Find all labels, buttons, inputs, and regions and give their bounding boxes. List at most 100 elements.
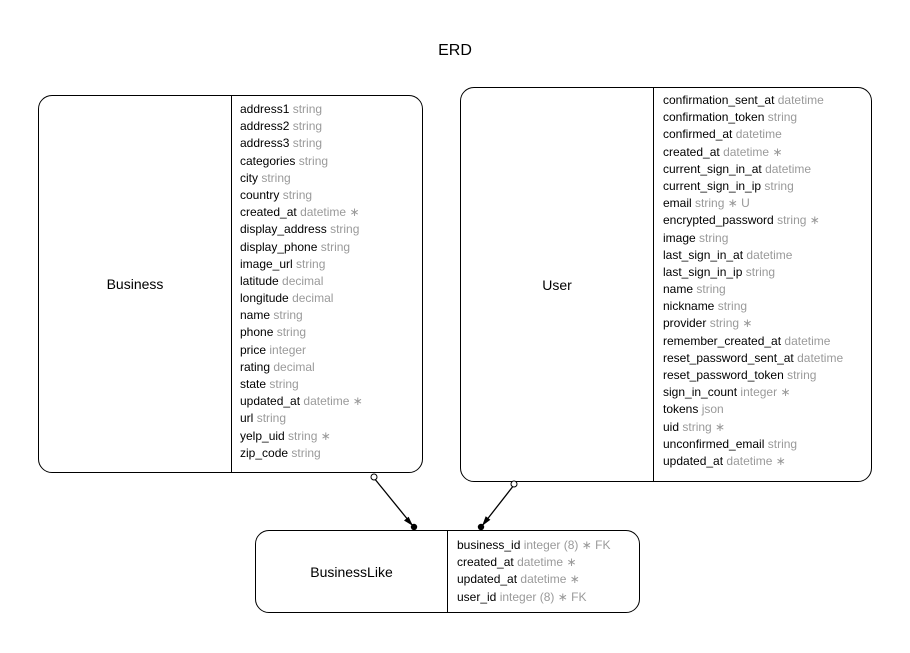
- attribute-constraint: ∗: [809, 213, 820, 228]
- attribute-row: current_sign_in_at datetime: [663, 161, 843, 178]
- attribute-name: remember_created_at: [663, 333, 782, 348]
- attribute-name: address2: [240, 119, 290, 134]
- attribute-name: rating: [240, 359, 271, 374]
- attribute-row: current_sign_in_ip string: [663, 178, 843, 195]
- entity-businesslike[interactable]: BusinessLike business_id integer (8) ∗ F…: [255, 530, 640, 613]
- attribute-type: datetime: [777, 93, 824, 107]
- attribute-row: last_sign_in_ip string: [663, 264, 843, 281]
- attribute-constraint: ∗ FK: [581, 538, 611, 552]
- attribute-type: json: [701, 402, 724, 417]
- attribute-name: created_at: [457, 555, 514, 570]
- attribute-name: sign_in_count: [663, 385, 738, 400]
- attribute-name: url: [240, 411, 254, 426]
- attribute-row: uid string ∗: [663, 419, 843, 436]
- attribute-type: string: [273, 308, 303, 323]
- attribute-type: string: [745, 264, 776, 279]
- attribute-row: url string: [240, 410, 363, 427]
- attribute-name: current_sign_in_at: [663, 161, 762, 176]
- attribute-name: address3: [240, 136, 290, 151]
- attribute-row: longitude decimal: [240, 290, 363, 307]
- attribute-row: reset_password_token string: [663, 367, 843, 384]
- attribute-row: latitude decimal: [240, 273, 363, 290]
- attribute-name: address1: [240, 102, 290, 116]
- attribute-row: image string: [663, 230, 843, 247]
- attribute-name: phone: [240, 325, 274, 340]
- attribute-name: updated_at: [663, 453, 724, 468]
- attribute-type: decimal: [292, 291, 334, 306]
- attribute-name: updated_at: [240, 394, 301, 409]
- attribute-row: created_at datetime ∗: [240, 204, 363, 221]
- attribute-type: string: [282, 187, 313, 202]
- attribute-name: latitude: [240, 273, 279, 288]
- relationship-business-businesslike: [370, 473, 418, 531]
- attribute-name: display_phone: [240, 239, 318, 254]
- attribute-name: longitude: [240, 291, 289, 306]
- attribute-constraint: ∗ FK: [557, 589, 587, 604]
- attribute-row: confirmation_token string: [663, 109, 843, 126]
- attribute-name: zip_code: [240, 445, 289, 460]
- attribute-row: provider string ∗: [663, 315, 843, 332]
- attribute-type: string: [682, 419, 712, 434]
- attribute-name: unconfirmed_email: [663, 436, 765, 451]
- attribute-type: string: [777, 213, 807, 228]
- attribute-row: address3 string: [240, 135, 363, 152]
- attribute-constraint: ∗: [320, 428, 331, 443]
- attribute-type: string: [709, 316, 740, 331]
- attribute-type: datetime: [735, 127, 782, 142]
- attribute-type: string: [787, 368, 817, 382]
- attribute-row: phone string: [240, 324, 363, 341]
- attribute-row: yelp_uid string ∗: [240, 428, 363, 445]
- attribute-name: current_sign_in_ip: [663, 178, 762, 193]
- attribute-type: datetime: [726, 453, 773, 468]
- attribute-row: email string ∗ U: [663, 195, 843, 212]
- attribute-row: updated_at datetime ∗: [457, 571, 611, 588]
- attribute-row: price integer: [240, 342, 363, 359]
- attribute-row: image_url string: [240, 256, 363, 273]
- attribute-type: string: [696, 282, 726, 297]
- attribute-name: name: [240, 308, 271, 323]
- attribute-row: unconfirmed_email string: [663, 436, 843, 453]
- attribute-type: datetime: [303, 394, 350, 409]
- attribute-type: datetime: [520, 572, 567, 587]
- attribute-constraint: ∗ U: [727, 196, 750, 211]
- attribute-row: created_at datetime ∗: [457, 554, 611, 571]
- attribute-constraint: ∗: [352, 394, 363, 409]
- attribute-type: datetime: [300, 205, 347, 220]
- attribute-name: confirmed_at: [663, 127, 733, 142]
- diagram-title: ERD: [438, 42, 472, 59]
- attribute-type: integer: [269, 342, 307, 357]
- attribute-type: datetime: [746, 247, 793, 262]
- attribute-type: string: [767, 110, 798, 125]
- attribute-name: price: [240, 342, 267, 357]
- entity-name-businesslike: BusinessLike: [256, 531, 448, 612]
- attribute-row: rating decimal: [240, 359, 363, 376]
- relationship-user-businesslike: [477, 480, 518, 531]
- optional-end-marker: [510, 480, 518, 488]
- attribute-type: datetime: [797, 350, 844, 365]
- attribute-row: updated_at datetime ∗: [240, 393, 363, 410]
- attribute-name: city: [240, 170, 258, 185]
- attribute-constraint: ∗: [566, 555, 577, 570]
- attribute-name: reset_password_token: [663, 368, 784, 382]
- attribute-name: name: [663, 282, 694, 297]
- attribute-type: string: [288, 428, 318, 443]
- attribute-name: state: [240, 377, 267, 391]
- attribute-row: business_id integer (8) ∗ FK: [457, 537, 611, 554]
- attribute-name: country: [240, 187, 280, 202]
- attribute-row: display_address string: [240, 221, 363, 238]
- attribute-type: string: [256, 411, 287, 426]
- attribute-name: encrypted_password: [663, 213, 774, 228]
- attribute-type: string: [292, 119, 323, 134]
- many-end-marker: [477, 523, 485, 531]
- attribute-row: nickname string: [663, 298, 843, 315]
- attribute-name: business_id: [457, 538, 521, 552]
- attribute-constraint: ∗: [715, 419, 726, 434]
- attribute-row: last_sign_in_at datetime: [663, 247, 843, 264]
- attribute-constraint: ∗: [742, 316, 753, 331]
- attribute-type: integer (8): [523, 538, 579, 552]
